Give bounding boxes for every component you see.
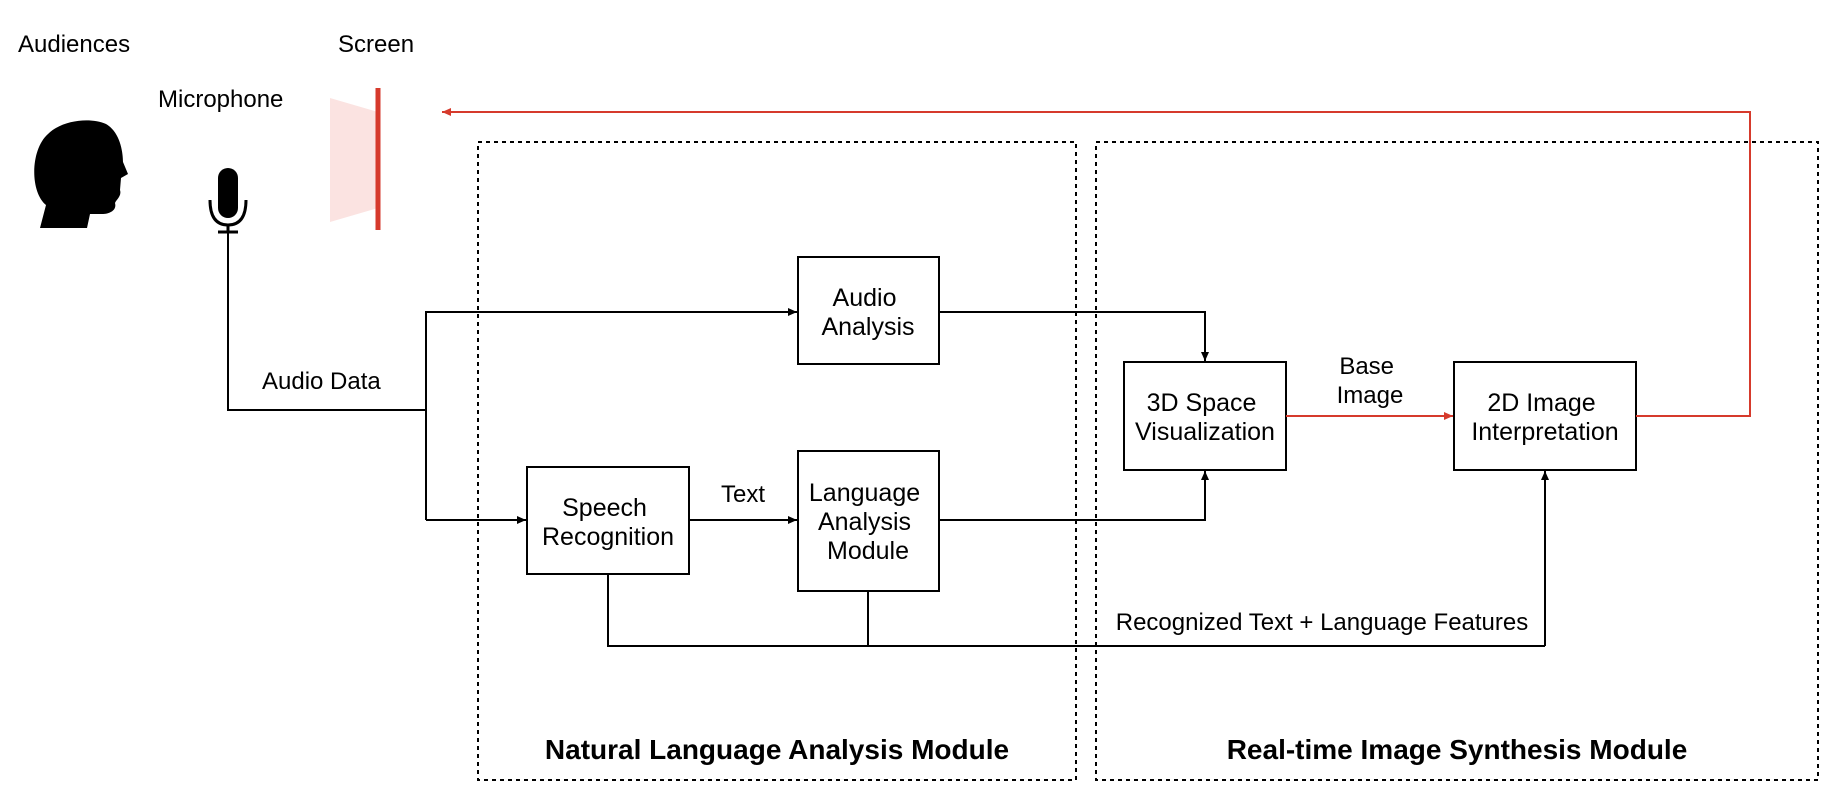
audio-data-line <box>227 232 426 411</box>
feedback-to-screen-arrow <box>442 108 1751 417</box>
space-3d-box <box>1123 361 1287 471</box>
ris-module-title: Real-time Image Synthesis Module <box>1227 734 1688 765</box>
nla-module-frame <box>477 141 1077 781</box>
nla-module-title: Natural Language Analysis Module <box>545 734 1009 765</box>
to-audio-analysis-arrow <box>425 308 797 520</box>
audio-data-label: Audio Data <box>262 368 381 395</box>
microphone-label: Microphone <box>158 86 283 113</box>
audio-analysis-box <box>797 256 940 365</box>
language-analysis-label: Language Analysis Module <box>809 479 927 565</box>
language-to-3d-arrow <box>939 471 1209 521</box>
text-label: Text <box>721 481 765 508</box>
image-2d-box <box>1453 361 1637 471</box>
audio-to-3d-arrow <box>939 311 1209 361</box>
screen-label: Screen <box>338 31 414 58</box>
base-image-label: Base Image <box>1337 353 1404 409</box>
audiences-label: Audiences <box>18 31 130 58</box>
audio-analysis-label: Audio Analysis <box>821 284 914 341</box>
speech-recognition-box <box>526 466 690 575</box>
speech-recognition-label: Speech Recognition <box>542 494 674 551</box>
recognized-features-line <box>607 574 1545 647</box>
space-3d-label: 3D Space Visualization <box>1135 389 1275 446</box>
microphone-icon <box>208 168 248 234</box>
screen-icon <box>330 88 381 230</box>
recognized-features-label: Recognized Text + Language Features <box>1116 609 1529 636</box>
person-head-icon <box>34 120 128 228</box>
image-2d-label: 2D Image Interpretation <box>1471 389 1618 446</box>
ris-module-frame <box>1095 141 1819 781</box>
